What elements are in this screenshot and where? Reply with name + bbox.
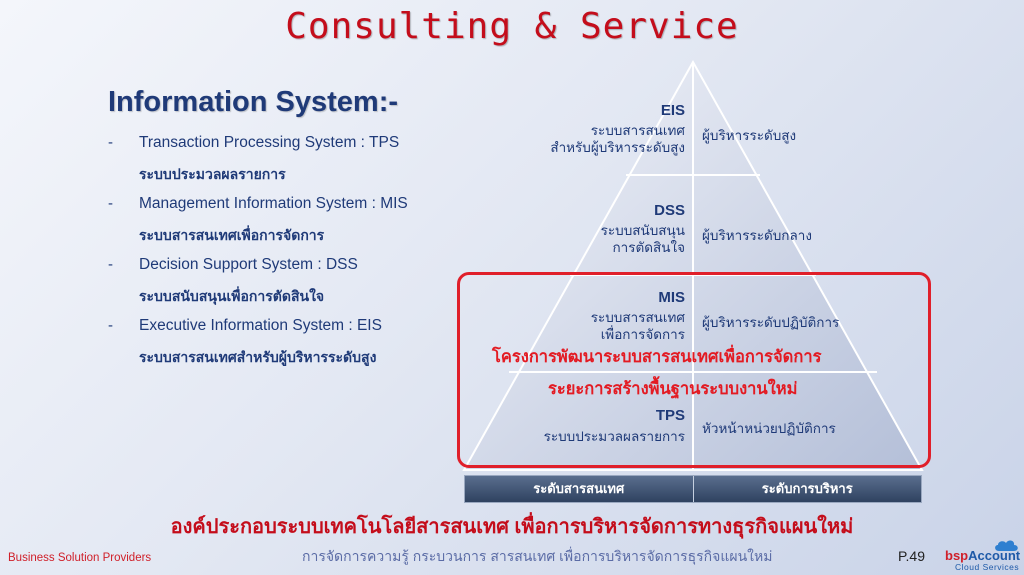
- system-name: Management Information System : MIS: [139, 195, 408, 212]
- system-thai: ระบบประมวลผลรายการ: [139, 166, 286, 182]
- tps-code: TPS: [655, 407, 685, 424]
- dss-thai: ระบบสนับสนุน การตัดสินใจ: [500, 222, 685, 256]
- mis-thai-line1: ระบบสารสนเทศ: [590, 310, 685, 325]
- bsp-logo: bspAccount Cloud Services: [945, 538, 1020, 572]
- system-name: Executive Information System : EIS: [139, 317, 382, 334]
- logo-wordmark: bspAccount: [945, 548, 1020, 563]
- logo-subtitle: Cloud Services: [955, 562, 1020, 572]
- logo-part-bsp: bsp: [945, 548, 969, 563]
- system-list: - Transaction Processing System : TPS ระ…: [108, 134, 468, 378]
- eis-mgmt: ผู้บริหารระดับสูง: [702, 128, 797, 143]
- system-thai: ระบบสารสนเทศสำหรับผู้บริหารระดับสูง: [139, 349, 377, 365]
- dash: -: [108, 256, 113, 273]
- list-item: - Executive Information System : EIS ระบ…: [108, 317, 468, 378]
- mgmt-level-label: ระดับการบริหาร: [692, 476, 922, 502]
- tagline: การจัดการความรู้ กระบวนการ สารสนเทศ เพื่…: [302, 548, 773, 564]
- pyramid-footer-bar: ระดับสารสนเทศ ระดับการบริหาร: [464, 475, 922, 503]
- info-level-label: ระดับสารสนเทศ: [533, 481, 625, 496]
- system-name: Decision Support System : DSS: [139, 256, 358, 273]
- dss-mgmt: ผู้บริหารระดับกลาง: [702, 228, 812, 243]
- info-system-heading: Information System:-: [108, 86, 399, 118]
- project-phase: ระยะการสร้างพื้นฐานระบบงานใหม่: [548, 380, 798, 398]
- mis-code: MIS: [658, 289, 685, 306]
- system-thai: ระบบสนับสนุนเพื่อการตัดสินใจ: [139, 288, 325, 304]
- eis-thai: ระบบสารสนเทศ สำหรับผู้บริหารระดับสูง: [500, 122, 685, 156]
- eis-thai-line1: ระบบสารสนเทศ: [590, 123, 685, 138]
- dss-thai-line2: การตัดสินใจ: [612, 240, 685, 255]
- page-number: P.49: [898, 548, 925, 564]
- company-name: Business Solution Providers: [8, 552, 152, 564]
- project-title: โครงการพัฒนาระบบสารสนเทศเพื่อการจัดการ: [492, 348, 822, 366]
- eis-code: EIS: [660, 102, 685, 119]
- cloud-icon: [995, 540, 1018, 551]
- system-thai: ระบบสารสนเทศเพื่อการจัดการ: [139, 227, 325, 243]
- dss-code: DSS: [654, 202, 685, 219]
- list-item: - Transaction Processing System : TPS ระ…: [108, 134, 468, 195]
- tps-mgmt: หัวหน้าหน่วยปฏิบัติการ: [702, 421, 836, 436]
- mis-mgmt: ผู้บริหารระดับปฏิบัติการ: [702, 315, 840, 330]
- mis-thai: ระบบสารสนเทศ เพื่อการจัดการ: [500, 309, 685, 343]
- system-name: Transaction Processing System : TPS: [139, 134, 400, 151]
- logo-part-account: Account: [968, 548, 1021, 563]
- highlight-box: [457, 272, 931, 468]
- list-item: - Decision Support System : DSS ระบบสนับ…: [108, 256, 468, 317]
- tps-thai: ระบบประมวลผลรายการ: [543, 429, 685, 444]
- mis-thai-line2: เพื่อการจัดการ: [600, 327, 685, 342]
- slide-title: Consulting & Service: [285, 6, 739, 47]
- bottom-statement: องค์ประกอบระบบเทคโนโลยีสารสนเทศ เพื่อการ…: [170, 516, 854, 538]
- dash: -: [108, 317, 113, 334]
- dss-thai-line1: ระบบสนับสนุน: [600, 223, 685, 238]
- dash: -: [108, 195, 113, 212]
- dash: -: [108, 134, 113, 151]
- eis-thai-line2: สำหรับผู้บริหารระดับสูง: [550, 140, 685, 155]
- list-item: - Management Information System : MIS ระ…: [108, 195, 468, 256]
